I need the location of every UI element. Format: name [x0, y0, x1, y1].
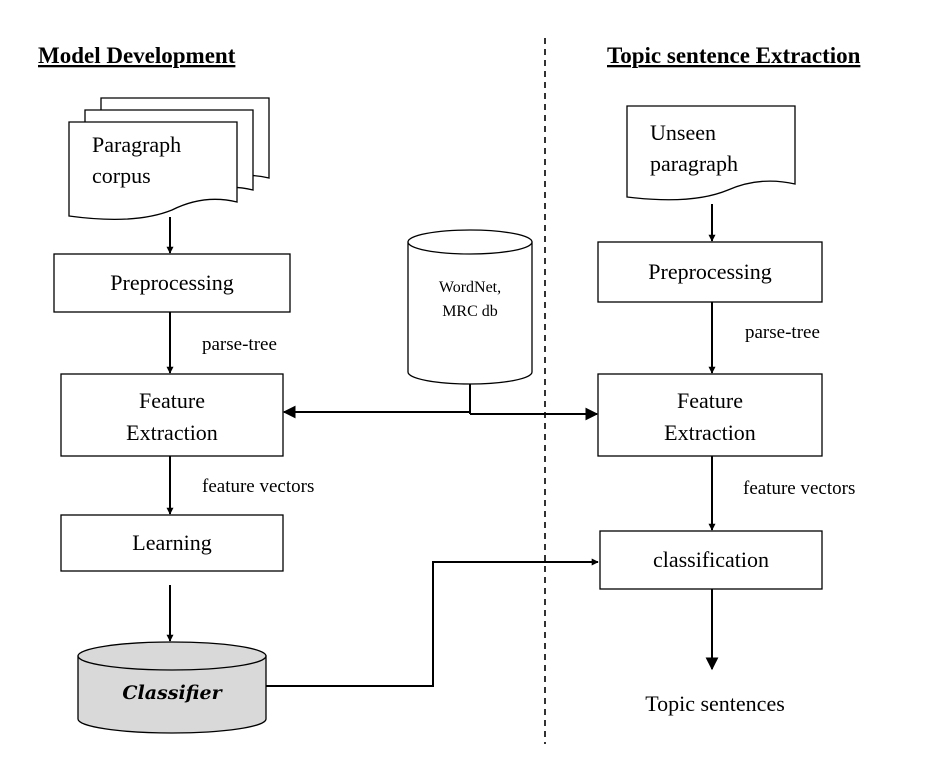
left-feature-extraction-box: [60, 373, 284, 457]
unseen-label-line1: Unseen: [650, 120, 716, 145]
left-preprocessing-label: Preprocessing: [110, 270, 233, 295]
corpus-label-line1: Paragraph: [92, 132, 181, 157]
unseen-paragraph-document: Unseen paragraph: [626, 105, 796, 201]
wordnet-label-line1: WordNet,: [439, 279, 501, 296]
heading-model-development: Model Development: [38, 43, 236, 68]
left-preprocessing-box: [53, 253, 291, 313]
left-parse-tree-label: parse-tree: [202, 334, 277, 355]
classifier-label: Classifier: [122, 682, 223, 704]
left-feature-vectors-label: feature vectors: [202, 476, 314, 497]
left-feature-label-line1: Feature: [139, 388, 205, 413]
topic-sentences-output-label: Topic sentences: [645, 691, 785, 716]
corpus-label-line2: corpus: [92, 163, 151, 188]
heading-topic-sentence-extraction: Topic sentence Extraction: [607, 43, 861, 68]
learning-box: [60, 514, 284, 572]
right-feature-extraction-box: [597, 373, 823, 457]
unseen-label-line2: paragraph: [650, 151, 738, 176]
right-feature-label-line1: Feature: [677, 388, 743, 413]
wordnet-label-line2: MRC db: [442, 303, 498, 320]
left-feature-label-line2: Extraction: [126, 420, 218, 445]
learning-label: Learning: [132, 530, 211, 555]
arrow-classifier-to-classification: [266, 558, 599, 687]
right-feature-label-line2: Extraction: [664, 420, 756, 445]
right-parse-tree-label: parse-tree: [745, 322, 820, 343]
paragraph-corpus-document: Paragraph corpus: [68, 97, 270, 221]
classifier-database: Classifier: [77, 641, 267, 734]
right-feature-vectors-label: feature vectors: [743, 478, 855, 499]
wordnet-mrc-database: WordNet, MRC db: [407, 229, 533, 385]
right-preprocessing-label: Preprocessing: [648, 259, 771, 284]
classification-label: classification: [653, 547, 769, 572]
right-preprocessing-box: [597, 241, 823, 303]
